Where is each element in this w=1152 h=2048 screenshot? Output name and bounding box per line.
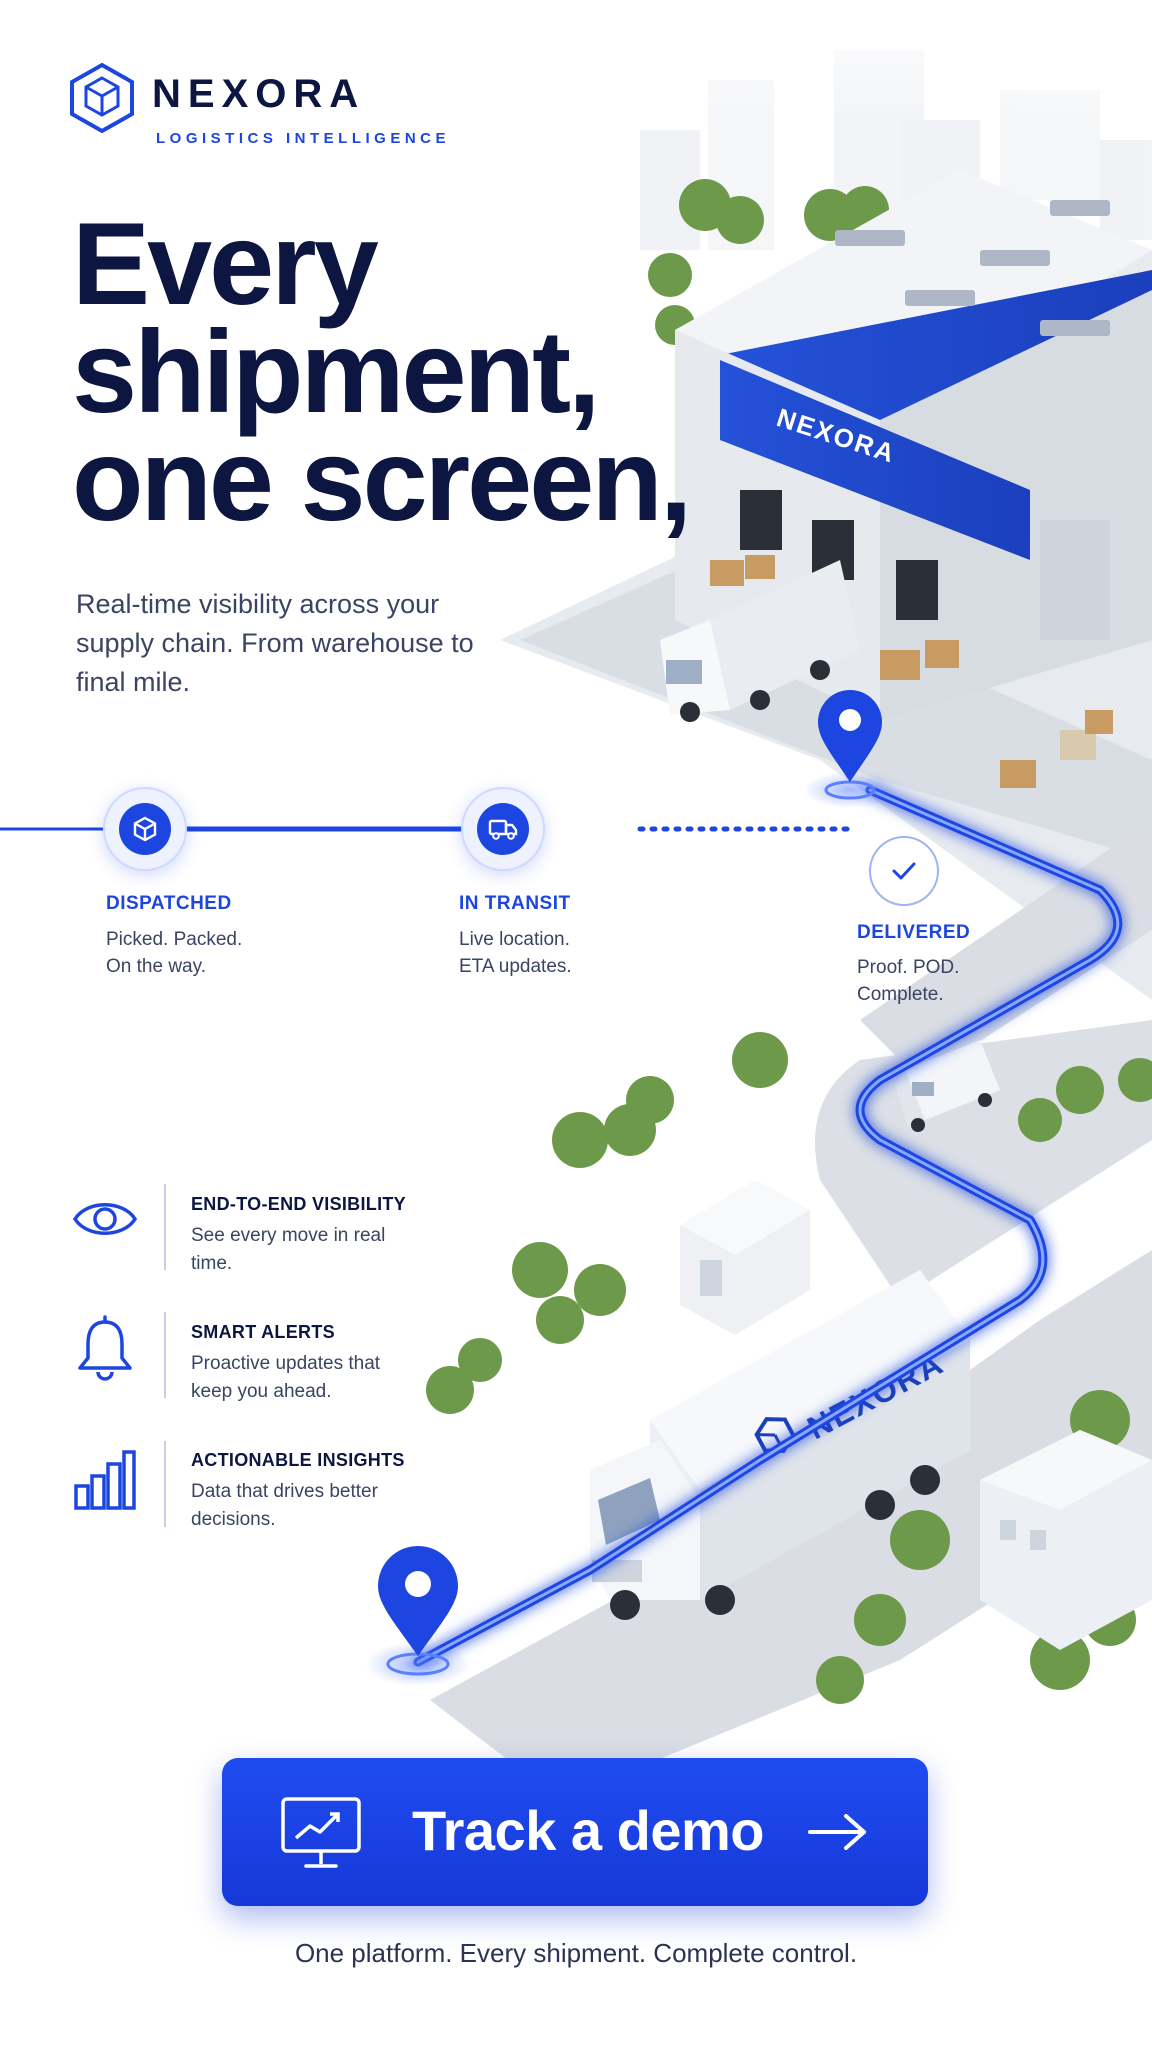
delivery-van — [895, 1040, 1000, 1132]
feature-desc-insights: Data that drives better decisions. — [191, 1481, 378, 1530]
feature-title-alerts: SMART ALERTS — [191, 1322, 335, 1342]
monitor-chart-icon — [281, 1797, 361, 1868]
truck-icon — [488, 819, 518, 840]
track-demo-button[interactable]: Track a demo — [222, 1758, 928, 1906]
hero-subtitle: Real-time visibility across your supply … — [76, 589, 474, 697]
feature-divider — [164, 1184, 166, 1270]
footer-tagline: One platform. Every shipment. Complete c… — [294, 1938, 858, 1968]
hero-title-line: Every — [72, 198, 379, 329]
check-icon — [892, 862, 916, 880]
feature-title-insights: ACTIONABLE INSIGHTS — [191, 1450, 405, 1470]
nexora-logo-icon — [70, 62, 134, 134]
package-icon — [133, 816, 157, 842]
stage-dispatched-badge — [105, 789, 185, 869]
feature-desc-visibility: See every move in real time. — [191, 1225, 386, 1274]
eye-icon — [72, 1203, 138, 1235]
stage-label-delivered: DELIVERED — [857, 922, 971, 943]
cta-label: Track a demo — [412, 1799, 764, 1862]
feature-divider — [164, 1312, 166, 1398]
hero-title-line: one screen, — [72, 414, 692, 545]
hero-title: Every shipment, one screen, — [72, 198, 712, 545]
location-pin-warehouse — [804, 690, 896, 808]
bar-chart-icon — [74, 1450, 136, 1510]
stage-label-dispatched: DISPATCHED — [106, 893, 232, 914]
feature-divider — [164, 1441, 166, 1527]
brand-name: NEXORA — [152, 72, 366, 116]
bell-icon — [78, 1315, 132, 1381]
feature-desc-alerts: Proactive updates that keep you ahead. — [191, 1353, 381, 1402]
warehouse-truck — [660, 560, 860, 722]
stage-desc-in-transit: Live location. ETA updates. — [459, 929, 572, 977]
arrow-right-icon — [808, 1814, 866, 1850]
stage-label-in-transit: IN TRANSIT — [459, 893, 571, 914]
warehouse-building: NEXORA — [675, 170, 1152, 720]
brand-header: NEXORA LOGISTICS INTELLIGENCE — [68, 60, 488, 160]
brand-tagline: LOGISTICS INTELLIGENCE — [156, 130, 451, 147]
pallets — [710, 555, 1113, 788]
stage-delivered-badge — [871, 838, 937, 904]
feature-title-visibility: END-TO-END VISIBILITY — [191, 1194, 406, 1214]
right-building — [980, 1430, 1152, 1650]
semi-truck: NEXORA — [590, 1270, 970, 1620]
hero-title-line: shipment, — [72, 306, 601, 437]
office-building — [680, 1180, 810, 1335]
stage-in-transit-badge — [463, 789, 543, 869]
location-pin-origin — [366, 1546, 470, 1686]
stage-desc-dispatched: Picked. Packed. On the way. — [106, 929, 243, 977]
trees — [426, 179, 1152, 1704]
stage-desc-delivered: Proof. POD. Complete. — [857, 957, 960, 1005]
